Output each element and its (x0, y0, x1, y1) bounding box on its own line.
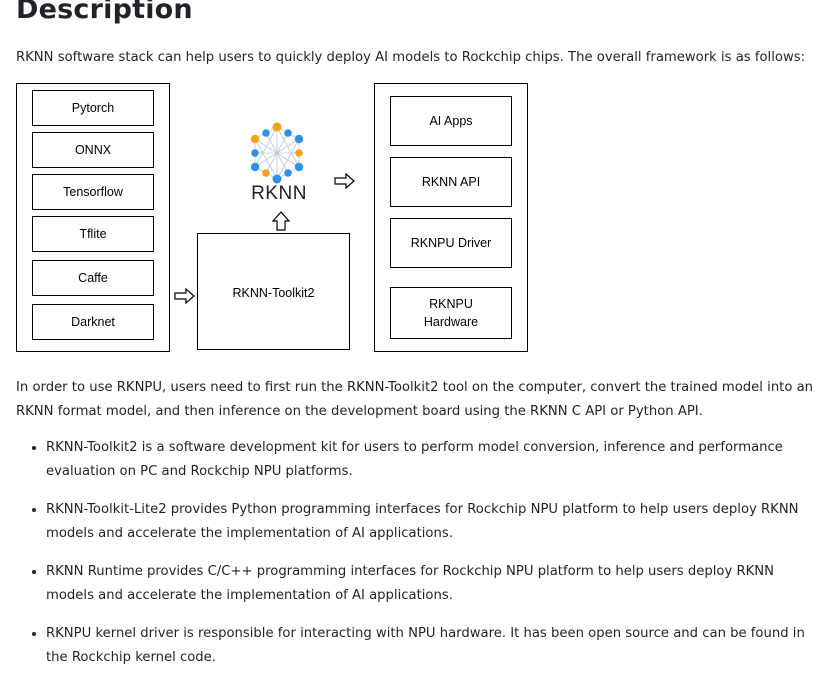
list-item: RKNN Runtime provides C/C++ programming … (46, 560, 816, 608)
stack-box-ai-apps: AI Apps (390, 96, 512, 146)
stack-box-rknpu-driver: RKNPU Driver (390, 218, 512, 268)
framework-box-caffe: Caffe (32, 260, 154, 296)
right-arrow-icon (174, 288, 195, 304)
stack-box-rknpu-hardware-label: RKNPU Hardware (423, 297, 479, 329)
section-heading: Description (16, 0, 193, 25)
stack-box-rknpu-hardware: RKNPU Hardware (390, 287, 512, 339)
content-body: In order to use RKNPU, users need to fir… (16, 376, 816, 684)
framework-box-pytorch: Pytorch (32, 90, 154, 126)
framework-diagram: Pytorch ONNX Tensorflow Tflite Caffe Dar… (16, 83, 531, 352)
framework-box-darknet: Darknet (32, 304, 154, 340)
toolkit-box: RKNN-Toolkit2 (197, 233, 350, 350)
framework-box-tflite: Tflite (32, 216, 154, 252)
component-list: RKNN-Toolkit2 is a software development … (16, 436, 816, 670)
rknn-logo-text: RKNN (251, 183, 307, 204)
usage-paragraph: In order to use RKNPU, users need to fir… (16, 380, 814, 419)
up-arrow-icon (272, 211, 290, 231)
framework-box-onnx: ONNX (32, 132, 154, 168)
rknn-logo-icon (250, 122, 304, 184)
intro-text: RKNN software stack can help users to qu… (16, 50, 806, 65)
list-item: RKNPU kernel driver is responsible for i… (46, 622, 816, 670)
list-item: RKNN-Toolkit-Lite2 provides Python progr… (46, 498, 816, 546)
right-arrow-icon (334, 173, 355, 189)
framework-box-tensorflow: Tensorflow (32, 174, 154, 210)
toolkit-label: RKNN-Toolkit2 (232, 286, 315, 300)
list-item: RKNN-Toolkit2 is a software development … (46, 436, 816, 484)
stack-box-rknn-api: RKNN API (390, 157, 512, 207)
